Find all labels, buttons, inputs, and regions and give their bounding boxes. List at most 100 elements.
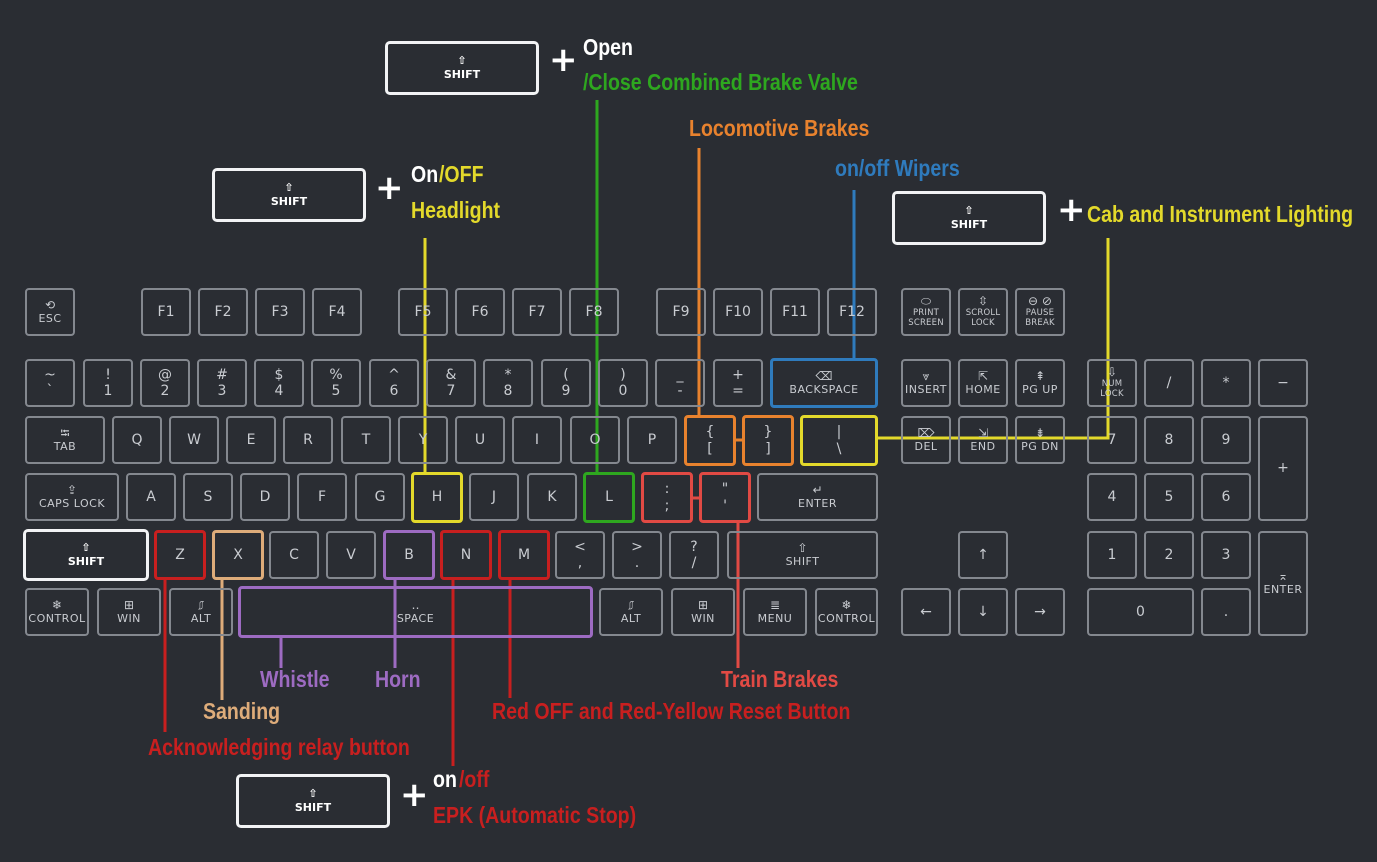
key-b[interactable]: B <box>383 530 435 580</box>
key-num-mul[interactable]: * <box>1201 359 1251 407</box>
key-l[interactable]: L <box>583 472 635 523</box>
key-shift-left[interactable]: ⇧SHIFT <box>23 529 149 581</box>
key-backslash[interactable]: |\ <box>800 415 878 466</box>
key-control-left[interactable]: ❄CONTROL <box>25 588 89 636</box>
key-d2[interactable]: @2 <box>140 359 190 407</box>
key-alt-right[interactable]: ⎎ALT <box>599 588 663 636</box>
key-d1[interactable]: !1 <box>83 359 133 407</box>
key-f7[interactable]: F7 <box>512 288 562 336</box>
key-n3[interactable]: 3 <box>1201 531 1251 579</box>
key-p[interactable]: P <box>627 416 677 464</box>
key-e[interactable]: E <box>226 416 276 464</box>
key-num-div[interactable]: / <box>1144 359 1194 407</box>
key-pg-dn[interactable]: ⇟PG DN <box>1015 416 1065 464</box>
key-n4[interactable]: 4 <box>1087 473 1137 521</box>
key-comma[interactable]: <, <box>555 531 605 579</box>
key-d8[interactable]: *8 <box>483 359 533 407</box>
key-d0[interactable]: )0 <box>598 359 648 407</box>
key-f11[interactable]: F11 <box>770 288 820 336</box>
key-d[interactable]: D <box>240 473 290 521</box>
key-menu[interactable]: ≣MENU <box>743 588 807 636</box>
key-num-plus[interactable]: + <box>1258 416 1308 521</box>
key-t[interactable]: T <box>341 416 391 464</box>
key-d3[interactable]: #3 <box>197 359 247 407</box>
key-arrow-left[interactable]: ← <box>901 588 951 636</box>
key-del[interactable]: ⌦DEL <box>901 416 951 464</box>
key-end[interactable]: ⇲END <box>958 416 1008 464</box>
key-n6[interactable]: 6 <box>1201 473 1251 521</box>
key-win-right[interactable]: ⊞WIN <box>671 588 735 636</box>
key-minus[interactable]: _- <box>655 359 705 407</box>
key-pg-up[interactable]: ⇞PG UP <box>1015 359 1065 407</box>
key-num-enter[interactable]: ⌅ENTER <box>1258 531 1308 636</box>
key-u[interactable]: U <box>455 416 505 464</box>
key-a[interactable]: A <box>126 473 176 521</box>
key-n1[interactable]: 1 <box>1087 531 1137 579</box>
key-win-left[interactable]: ⊞WIN <box>97 588 161 636</box>
key-f1[interactable]: F1 <box>141 288 191 336</box>
key-d5[interactable]: %5 <box>311 359 361 407</box>
key-backquote[interactable]: ~` <box>25 359 75 407</box>
key-n0[interactable]: 0 <box>1087 588 1194 636</box>
key-alt-left[interactable]: ⎎ALT <box>169 588 233 636</box>
key-home[interactable]: ⇱HOME <box>958 359 1008 407</box>
key-f2[interactable]: F2 <box>198 288 248 336</box>
key-f8[interactable]: F8 <box>569 288 619 336</box>
key-j[interactable]: J <box>469 473 519 521</box>
key-d9[interactable]: (9 <box>541 359 591 407</box>
key-n7[interactable]: 7 <box>1087 416 1137 464</box>
key-slash[interactable]: ?/ <box>669 531 719 579</box>
key-c[interactable]: C <box>269 531 319 579</box>
key-f[interactable]: F <box>297 473 347 521</box>
key-lbracket[interactable]: {[ <box>684 415 736 466</box>
key-backspace[interactable]: ⌫BACKSPACE <box>770 358 878 408</box>
key-n8[interactable]: 8 <box>1144 416 1194 464</box>
key-d7[interactable]: &7 <box>426 359 476 407</box>
key-s[interactable]: S <box>183 473 233 521</box>
key-f10[interactable]: F10 <box>713 288 763 336</box>
key-n9[interactable]: 9 <box>1201 416 1251 464</box>
key-f6[interactable]: F6 <box>455 288 505 336</box>
key-d4[interactable]: $4 <box>254 359 304 407</box>
key-num-dot[interactable]: . <box>1201 588 1251 636</box>
key-f3[interactable]: F3 <box>255 288 305 336</box>
key-k[interactable]: K <box>527 473 577 521</box>
key-equal[interactable]: += <box>713 359 763 407</box>
key-d6[interactable]: ^6 <box>369 359 419 407</box>
key-insert[interactable]: ⩔INSERT <box>901 359 951 407</box>
key-n[interactable]: N <box>440 530 492 580</box>
key-control-right[interactable]: ❄CONTROL <box>815 588 878 636</box>
key-esc[interactable]: ⟲ESC <box>25 288 75 336</box>
key-q[interactable]: Q <box>112 416 162 464</box>
key-f5[interactable]: F5 <box>398 288 448 336</box>
key-arrow-up[interactable]: ↑ <box>958 531 1008 579</box>
key-shift-right[interactable]: ⇧SHIFT <box>727 531 878 579</box>
key-quote[interactable]: "' <box>699 472 751 523</box>
key-f9[interactable]: F9 <box>656 288 706 336</box>
key-arrow-down[interactable]: ↓ <box>958 588 1008 636</box>
key-h[interactable]: H <box>411 472 463 523</box>
key-pause-break[interactable]: ⊖ ⊘PAUSE BREAK <box>1015 288 1065 336</box>
key-caps-lock[interactable]: ⇪CAPS LOCK <box>25 473 119 521</box>
key-g[interactable]: G <box>355 473 405 521</box>
key-enter[interactable]: ↵ENTER <box>757 473 878 521</box>
key-y[interactable]: Y <box>398 416 448 464</box>
key-m[interactable]: M <box>498 530 550 580</box>
key-num-minus[interactable]: − <box>1258 359 1308 407</box>
key-v[interactable]: V <box>326 531 376 579</box>
key-num-lock[interactable]: ⇩NUM LOCK <box>1087 359 1137 407</box>
key-f4[interactable]: F4 <box>312 288 362 336</box>
key-f12[interactable]: F12 <box>827 288 877 336</box>
key-i[interactable]: I <box>512 416 562 464</box>
key-period[interactable]: >. <box>612 531 662 579</box>
key-rbracket[interactable]: }] <box>742 415 794 466</box>
key-space[interactable]: ‥SPACE <box>238 586 593 638</box>
key-n5[interactable]: 5 <box>1144 473 1194 521</box>
key-o[interactable]: O <box>570 416 620 464</box>
key-tab[interactable]: ⭾TAB <box>25 416 105 464</box>
key-scroll-lock[interactable]: ⇳SCROLL LOCK <box>958 288 1008 336</box>
key-r[interactable]: R <box>283 416 333 464</box>
key-z[interactable]: Z <box>154 530 206 580</box>
key-arrow-right[interactable]: → <box>1015 588 1065 636</box>
key-x[interactable]: X <box>212 530 264 580</box>
